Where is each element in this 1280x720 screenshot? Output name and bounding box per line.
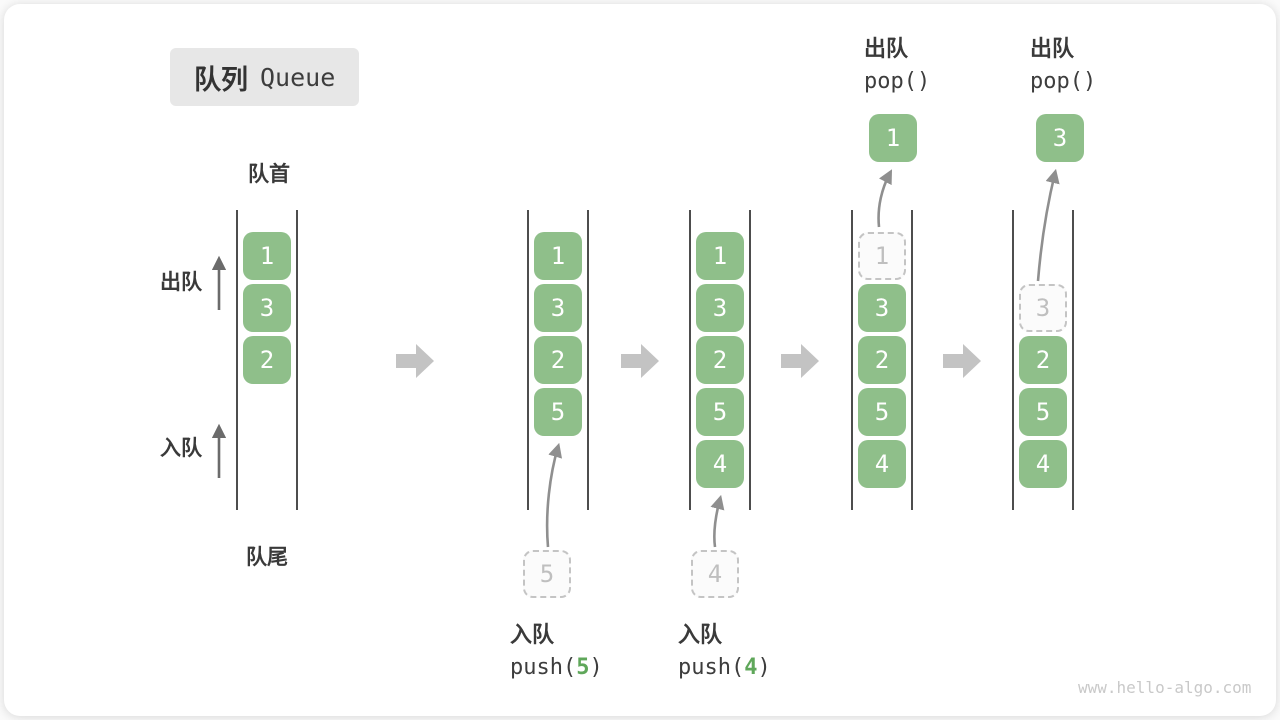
title-chinese: 队列 [194,64,248,95]
push-label-4-code: push(4) [678,655,771,680]
diagram-title: 队列 Queue [170,48,360,106]
queue-item-dashed: 3 [1019,284,1067,332]
arrows-layer [211,168,1060,548]
push-label-5: 入队 push(5) [510,618,603,684]
title-english: Queue [260,62,336,92]
queue-item: 2 [1019,336,1067,384]
queue-item: 1 [243,232,291,280]
queue-item: 3 [534,284,582,332]
pending-item-4: 4 [691,550,739,598]
queue-item: 4 [1019,440,1067,488]
flow-arrow-icon [781,344,819,378]
pop-label-2-code: pop() [1030,69,1097,94]
queue-rear-label: 队尾 [246,546,288,569]
flow-arrow-icon [943,344,981,378]
pop-label-1: 出队 pop() [864,32,930,98]
dequeue-side-label: 出队 [160,271,202,294]
queue-item: 4 [696,440,744,488]
queue-item: 5 [534,388,582,436]
popped-item-3: 3 [1036,114,1084,162]
queue-item: 3 [243,284,291,332]
popped-item-1: 1 [869,114,917,162]
enqueue-side-label: 入队 [160,437,202,460]
flow-arrow-icon [396,344,434,378]
queue-item: 5 [858,388,906,436]
push-label-5-code: push(5) [510,655,603,680]
queue-item: 3 [696,284,744,332]
queue-item: 4 [858,440,906,488]
pending-item-5: 5 [523,550,571,598]
queue-item: 5 [1019,388,1067,436]
push-label-4: 入队 push(4) [678,618,771,684]
queue-item: 5 [696,388,744,436]
queue-item: 1 [696,232,744,280]
queue-item-dashed: 1 [858,232,906,280]
queue-item: 2 [696,336,744,384]
pop-label-1-code: pop() [864,69,931,94]
queue-item: 2 [534,336,582,384]
push-label-4-zh: 入队 [678,622,723,647]
watermark: www.hello-algo.com [1078,678,1252,697]
queue-front-label: 队首 [248,163,290,186]
queue-item: 1 [534,232,582,280]
pop-label-1-zh: 出队 [864,36,909,61]
queue-item: 3 [858,284,906,332]
pop-label-2: 出队 pop() [1030,32,1096,98]
pop-label-2-zh: 出队 [1030,36,1075,61]
queue-item: 2 [243,336,291,384]
queue-item: 2 [858,336,906,384]
push-label-5-zh: 入队 [510,622,555,647]
flow-arrow-icon [621,344,659,378]
